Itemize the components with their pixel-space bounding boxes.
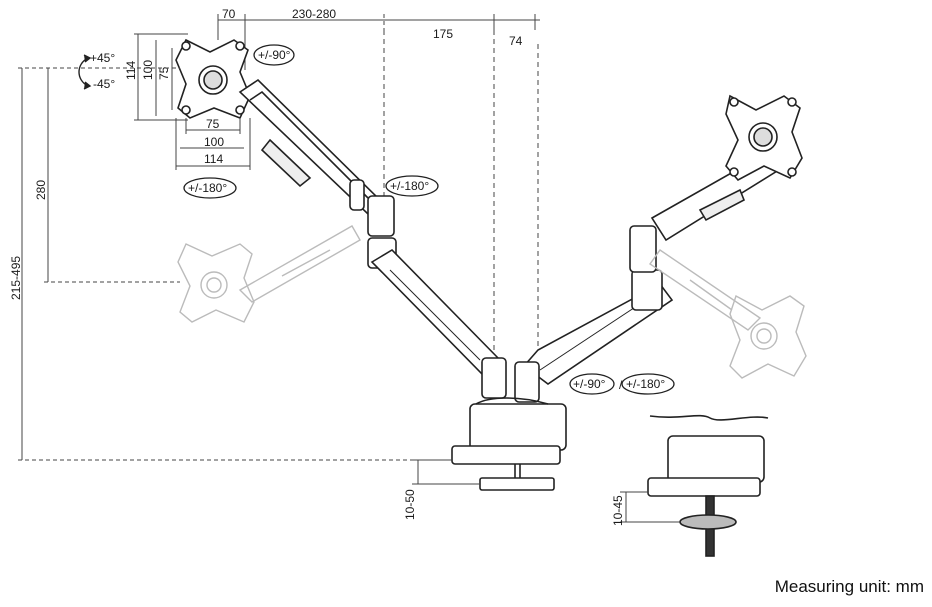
rotation-90-ellipse-icon <box>253 44 295 66</box>
dim-74: 74 <box>509 34 523 48</box>
left-upper-arm <box>238 78 395 237</box>
desk-grommet <box>647 414 769 557</box>
top-dimension-group <box>217 14 540 380</box>
screen-rotation-label: +/-90° <box>258 48 291 62</box>
vesa-dim-114-v: 114 <box>124 61 138 80</box>
dim-175: 175 <box>433 27 453 41</box>
vesa-plate-main <box>175 38 251 120</box>
vesa-horizontal-dims <box>175 118 251 170</box>
swivel-arm-ellipse-icon <box>385 175 439 197</box>
vesa-dim-75-v: 75 <box>157 66 171 80</box>
swivel-monitor-label: +/-180° <box>188 181 227 195</box>
dim-230-280: 230-280 <box>292 7 336 21</box>
swivel-arm-label: +/-180° <box>390 179 429 193</box>
vesa-dim-100-h: 100 <box>204 135 224 149</box>
right-lower-arm <box>514 269 674 403</box>
dim-70: 70 <box>222 7 236 21</box>
vesa-vertical-dims <box>134 33 188 121</box>
dim-10-45: 10-45 <box>611 495 625 526</box>
bottom-rotation-ellipses <box>569 373 675 395</box>
grommet-dimension <box>620 491 680 523</box>
vesa-plate-right <box>725 94 803 182</box>
swivel-monitor-ellipse-icon <box>183 177 237 199</box>
rotation-90-bottom-icon <box>569 373 615 395</box>
vesa-dim-100-v: 100 <box>141 60 155 80</box>
dim-215-495: 215-495 <box>9 256 23 300</box>
dim-280: 280 <box>34 180 48 200</box>
clamp-dimension <box>412 459 480 485</box>
desk-clamp <box>451 397 567 491</box>
swivel-base-icon <box>621 373 675 395</box>
ghost-left-assembly <box>177 225 361 323</box>
swivel-base-label: +/-180° <box>626 377 665 391</box>
vesa-dim-75-h: 75 <box>206 117 220 131</box>
vesa-dim-114-h: 114 <box>204 152 223 166</box>
tilt-up-label: +45° <box>90 51 115 65</box>
rotation-90-bottom-label: +/-90° <box>573 377 606 391</box>
tilt-down-label: -45° <box>93 77 115 91</box>
ghost-right-assembly <box>649 249 807 379</box>
dim-10-50: 10-50 <box>403 489 417 520</box>
tilt-arrow-icon <box>78 54 92 90</box>
rotation-separator: / <box>619 378 623 392</box>
left-lower-arm <box>367 237 507 399</box>
measuring-unit-label: Measuring unit: mm <box>774 577 924 596</box>
height-dimension-lines <box>18 67 440 461</box>
